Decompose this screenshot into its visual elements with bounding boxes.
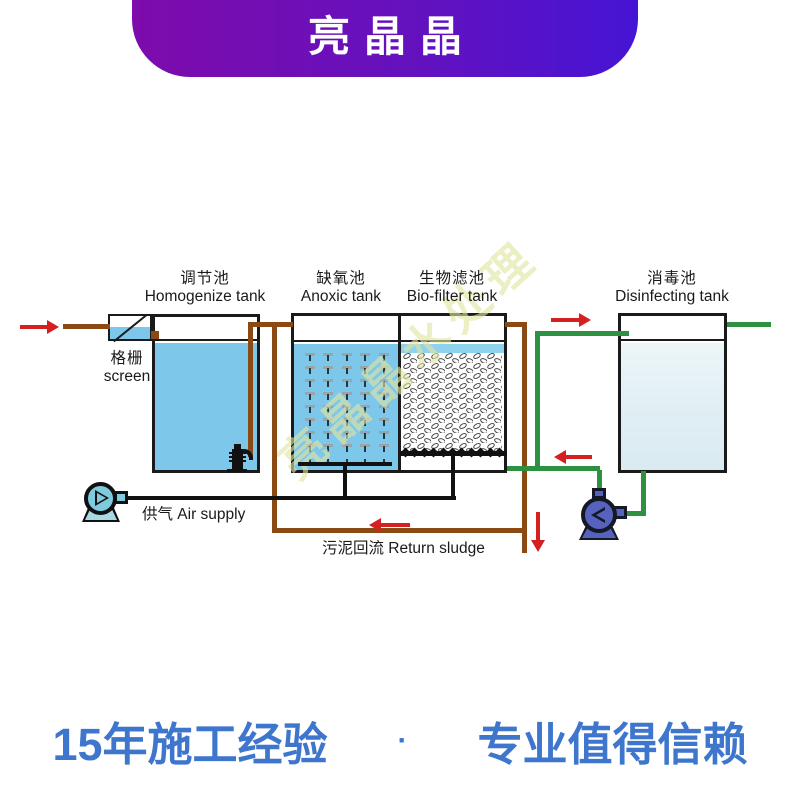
disinfect-inlet-pipe [535, 331, 629, 336]
diffuser-string [360, 353, 370, 463]
slogan-separator: · [397, 723, 408, 757]
anoxic-tank-label: 缺氧池 Anoxic tank [300, 270, 382, 305]
footer-slogan: 15年施工经验 · 专业值得信赖 [0, 708, 800, 773]
return-sludge-pipe [272, 528, 527, 533]
clean-water-riser [535, 331, 540, 471]
sludge-downcomer-right [522, 322, 527, 553]
freeboard [155, 317, 257, 341]
aeration-nozzles [400, 447, 505, 458]
lift-pipe-riser [248, 322, 253, 457]
filter-media-pattern [403, 353, 502, 455]
waste-sludge-arrow-head [531, 540, 545, 552]
water-fill [401, 344, 504, 353]
freeboard [294, 316, 398, 342]
diffuser-string [305, 353, 315, 463]
screen-label: 格栅 screen [103, 350, 151, 385]
diffuser-string [323, 353, 333, 463]
to-disinfect-flow-arrow [551, 318, 579, 322]
air-supply-label: 供气 Air supply [142, 506, 246, 523]
return-sludge-label: 污泥回流 Return sludge [322, 540, 485, 557]
slogan-left: 15年施工经验 [52, 719, 328, 770]
brand-banner: 亮晶晶 [132, 0, 638, 77]
bar-screen [108, 313, 152, 343]
brand-name: 亮晶晶 [307, 12, 476, 60]
homogenize-tank-label: 调节池 Homogenize tank [144, 270, 266, 305]
waste-sludge-arrow [536, 512, 540, 540]
influent-pipe [63, 324, 110, 329]
freeboard [401, 316, 504, 342]
aeration-header [298, 462, 392, 466]
homogenize-to-anoxic-pipe [248, 322, 293, 327]
pump-suction-pipe [597, 470, 602, 492]
influent-flow-arrow-head [47, 320, 59, 334]
influent-flow-arrow [20, 325, 47, 329]
freeboard [621, 316, 724, 341]
to-disinfect-flow-arrow-head [579, 313, 591, 327]
inlet-connector [151, 331, 159, 339]
pump-to-tank-pipe [641, 471, 646, 516]
return-sludge-arrow-head [369, 518, 381, 532]
diffuser-string [342, 353, 352, 463]
air-main-pipe [126, 496, 456, 500]
air-branch-anoxic [343, 464, 347, 498]
air-branch-biofilter [451, 454, 455, 498]
effluent-outlet-pipe [727, 322, 771, 327]
pump-discharge-pipe [624, 511, 645, 516]
disinfecting-tank-label: 消毒池 Disinfecting tank [615, 270, 729, 305]
disinfecting-tank [618, 313, 727, 473]
recirculation-arrow-head [554, 450, 566, 464]
recirculation-arrow [566, 455, 592, 459]
biofilter-tank [398, 313, 507, 473]
water-fill [621, 343, 724, 470]
return-sludge-arrow [381, 523, 410, 527]
biofilter-effluent-pipe [507, 466, 600, 471]
slogan-right: 专业值得信赖 [477, 719, 748, 770]
biofilter-tank-label: 生物滤池 Bio-filter tank [406, 270, 498, 305]
sludge-downcomer-left [272, 327, 277, 530]
biofilter-sludge-stub [505, 322, 527, 327]
diffuser-string [379, 353, 389, 463]
